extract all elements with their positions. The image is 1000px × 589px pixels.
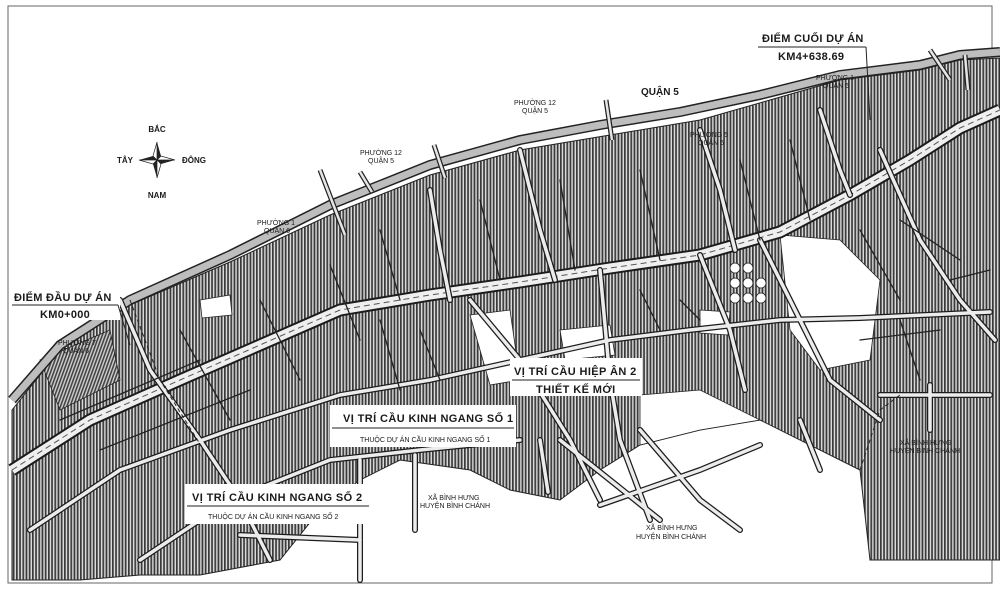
ward-12-lower-name: PHƯỜNG 12 (360, 148, 402, 157)
ward-12-upper-name: PHƯỜNG 12 (514, 98, 556, 107)
project-route-line (8, 104, 1000, 476)
compass-rose-icon (138, 141, 176, 179)
project-start-marker: ĐIỂM ĐẦU DỰ ÁN KM0+000 (12, 290, 131, 346)
compass-west-label: TÂY (117, 156, 134, 165)
district-label: QUẬN 5 (641, 85, 679, 98)
branch-channels-inner (318, 49, 970, 236)
end-title: ĐIỂM CUỐI DỰ ÁN (762, 31, 864, 45)
binh-hung-mid-name: XÃ BÌNH HƯNG (646, 523, 698, 532)
ward-12-lower-district: QUẬN 5 (368, 156, 394, 165)
kinh-ngang-1-callout: VỊ TRÍ CẦU KINH NGANG SỐ 1 THUỘC DỰ ÁN C… (330, 405, 516, 447)
binh-hung-left-name: XÃ BÌNH HƯNG (428, 493, 480, 502)
binh-hung-right-name: XÃ BÌNH HƯNG (900, 438, 952, 447)
hiep-an-bridge-callout: VỊ TRÍ CẦU HIỆP ÂN 2 THIẾT KẾ MỚI (510, 358, 642, 396)
binh-hung-right-district: HUYỆN BÌNH CHÁNH (890, 446, 960, 455)
ward-5-district: QUẬN 5 (698, 138, 724, 147)
kinh-ngang-1-title: VỊ TRÍ CẦU KINH NGANG SỐ 1 (343, 411, 514, 425)
boundary-lines (129, 299, 901, 471)
canal-north (8, 47, 1000, 404)
commune-labels: XÃ BÌNH HƯNG HUYỆN BÌNH CHÁNH XÃ BÌNH HƯ… (420, 438, 960, 541)
start-title: ĐIỂM ĐẦU DỰ ÁN (14, 291, 112, 304)
hiep-an-title: VỊ TRÍ CẦU HIỆP ÂN 2 (514, 365, 637, 378)
compass-north-label: BẮC (148, 125, 166, 134)
binh-hung-left-district: HUYỆN BÌNH CHÁNH (420, 501, 490, 510)
compass-south-label: NAM (148, 191, 167, 200)
ward-labels: PHƯỜNG 12 QUẬN 5 PHƯỜNG 12 QUẬN 5 PHƯỜNG… (58, 73, 854, 355)
ward-5-name: PHƯỜNG 5 (690, 130, 728, 139)
kinh-ngang-2-callout: VỊ TRÍ CẦU KINH NGANG SỐ 2 THUỘC DỰ ÁN C… (185, 484, 371, 524)
start-km: KM0+000 (40, 309, 90, 321)
end-km: KM4+638.69 (778, 51, 844, 63)
tank-circles (729, 262, 767, 304)
kinh-ngang-2-subtitle: THUỘC DỰ ÁN CẦU KINH NGANG SỐ 2 (208, 511, 339, 521)
ward-1-q5-name: PHƯỜNG 1 (816, 73, 854, 82)
hiep-an-subtitle: THIẾT KẾ MỚI (536, 383, 616, 396)
ward-7-name: PHƯỜNG 7 (58, 338, 96, 347)
kinh-ngang-1-subtitle: THUỘC DỰ ÁN CẦU KINH NGANG SỐ 1 (360, 434, 491, 444)
ward-1-q5-district: QUẬN 5 (823, 81, 849, 90)
ward-1-q6-name: PHƯỜNG 1 (257, 218, 295, 227)
ward-7-district: QUẬN 6 (63, 346, 89, 355)
kinh-ngang-2-title: VỊ TRÍ CẦU KINH NGANG SỐ 2 (192, 490, 363, 504)
ward-1-q6-district: QUẬN 6 (264, 226, 290, 235)
project-end-marker: ĐIỂM CUỐI DỰ ÁN KM4+638.69 (758, 28, 871, 121)
binh-hung-mid-district: HUYỆN BÌNH CHÁNH (636, 532, 706, 541)
compass-east-label: ĐÔNG (182, 156, 206, 165)
ward-12-upper-district: QUẬN 5 (522, 106, 548, 115)
